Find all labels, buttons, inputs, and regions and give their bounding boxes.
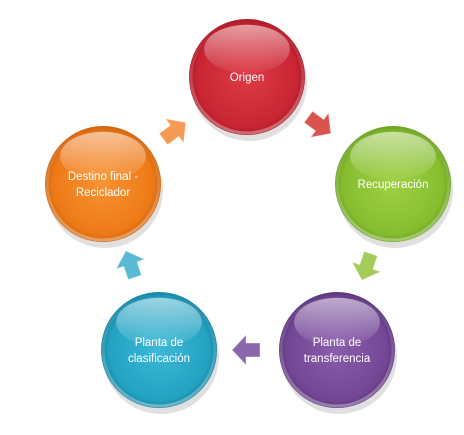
node-rim <box>189 19 305 135</box>
node-rim <box>45 126 161 242</box>
connector-arrow <box>158 118 187 146</box>
connector-arrow <box>231 333 261 367</box>
node-label-line: Planta de <box>135 337 184 349</box>
node-label: Planta de clasificación <box>128 337 190 365</box>
node-gloss <box>60 131 146 181</box>
node-planta-transferencia: Planta de transferencia <box>279 292 397 414</box>
node-label-line: Planta de <box>313 337 362 349</box>
connector-arrow <box>351 250 382 281</box>
node-gloss <box>204 24 290 74</box>
node-label: Origen <box>230 72 265 84</box>
node-label: Recuperación <box>358 179 429 191</box>
node-rim <box>279 292 395 408</box>
node-planta-clasificacion: Planta de clasificación <box>101 292 219 414</box>
node-destino-final: Destino final - Reciclador <box>45 126 163 248</box>
node-label-line: Origen <box>230 72 265 84</box>
node-label-line: Recuperación <box>358 179 429 191</box>
node-label-line: transferencia <box>304 353 371 365</box>
node-origen: Origen <box>189 19 307 141</box>
node-label-line: clasificación <box>128 353 190 365</box>
node-gloss <box>116 297 202 347</box>
node-rim <box>335 126 451 242</box>
node-rim <box>101 292 217 408</box>
node-label-line: Reciclador <box>76 187 130 199</box>
node-label-line: Destino final - <box>68 171 138 183</box>
connector-arrow <box>115 250 146 281</box>
node-gloss <box>350 131 436 181</box>
node-recuperacion: Recuperación <box>335 126 453 248</box>
node-label: Planta de transferencia <box>304 337 371 365</box>
node-label: Destino final - Reciclador <box>68 171 138 199</box>
connector-arrow <box>303 110 332 139</box>
node-gloss <box>294 297 380 347</box>
